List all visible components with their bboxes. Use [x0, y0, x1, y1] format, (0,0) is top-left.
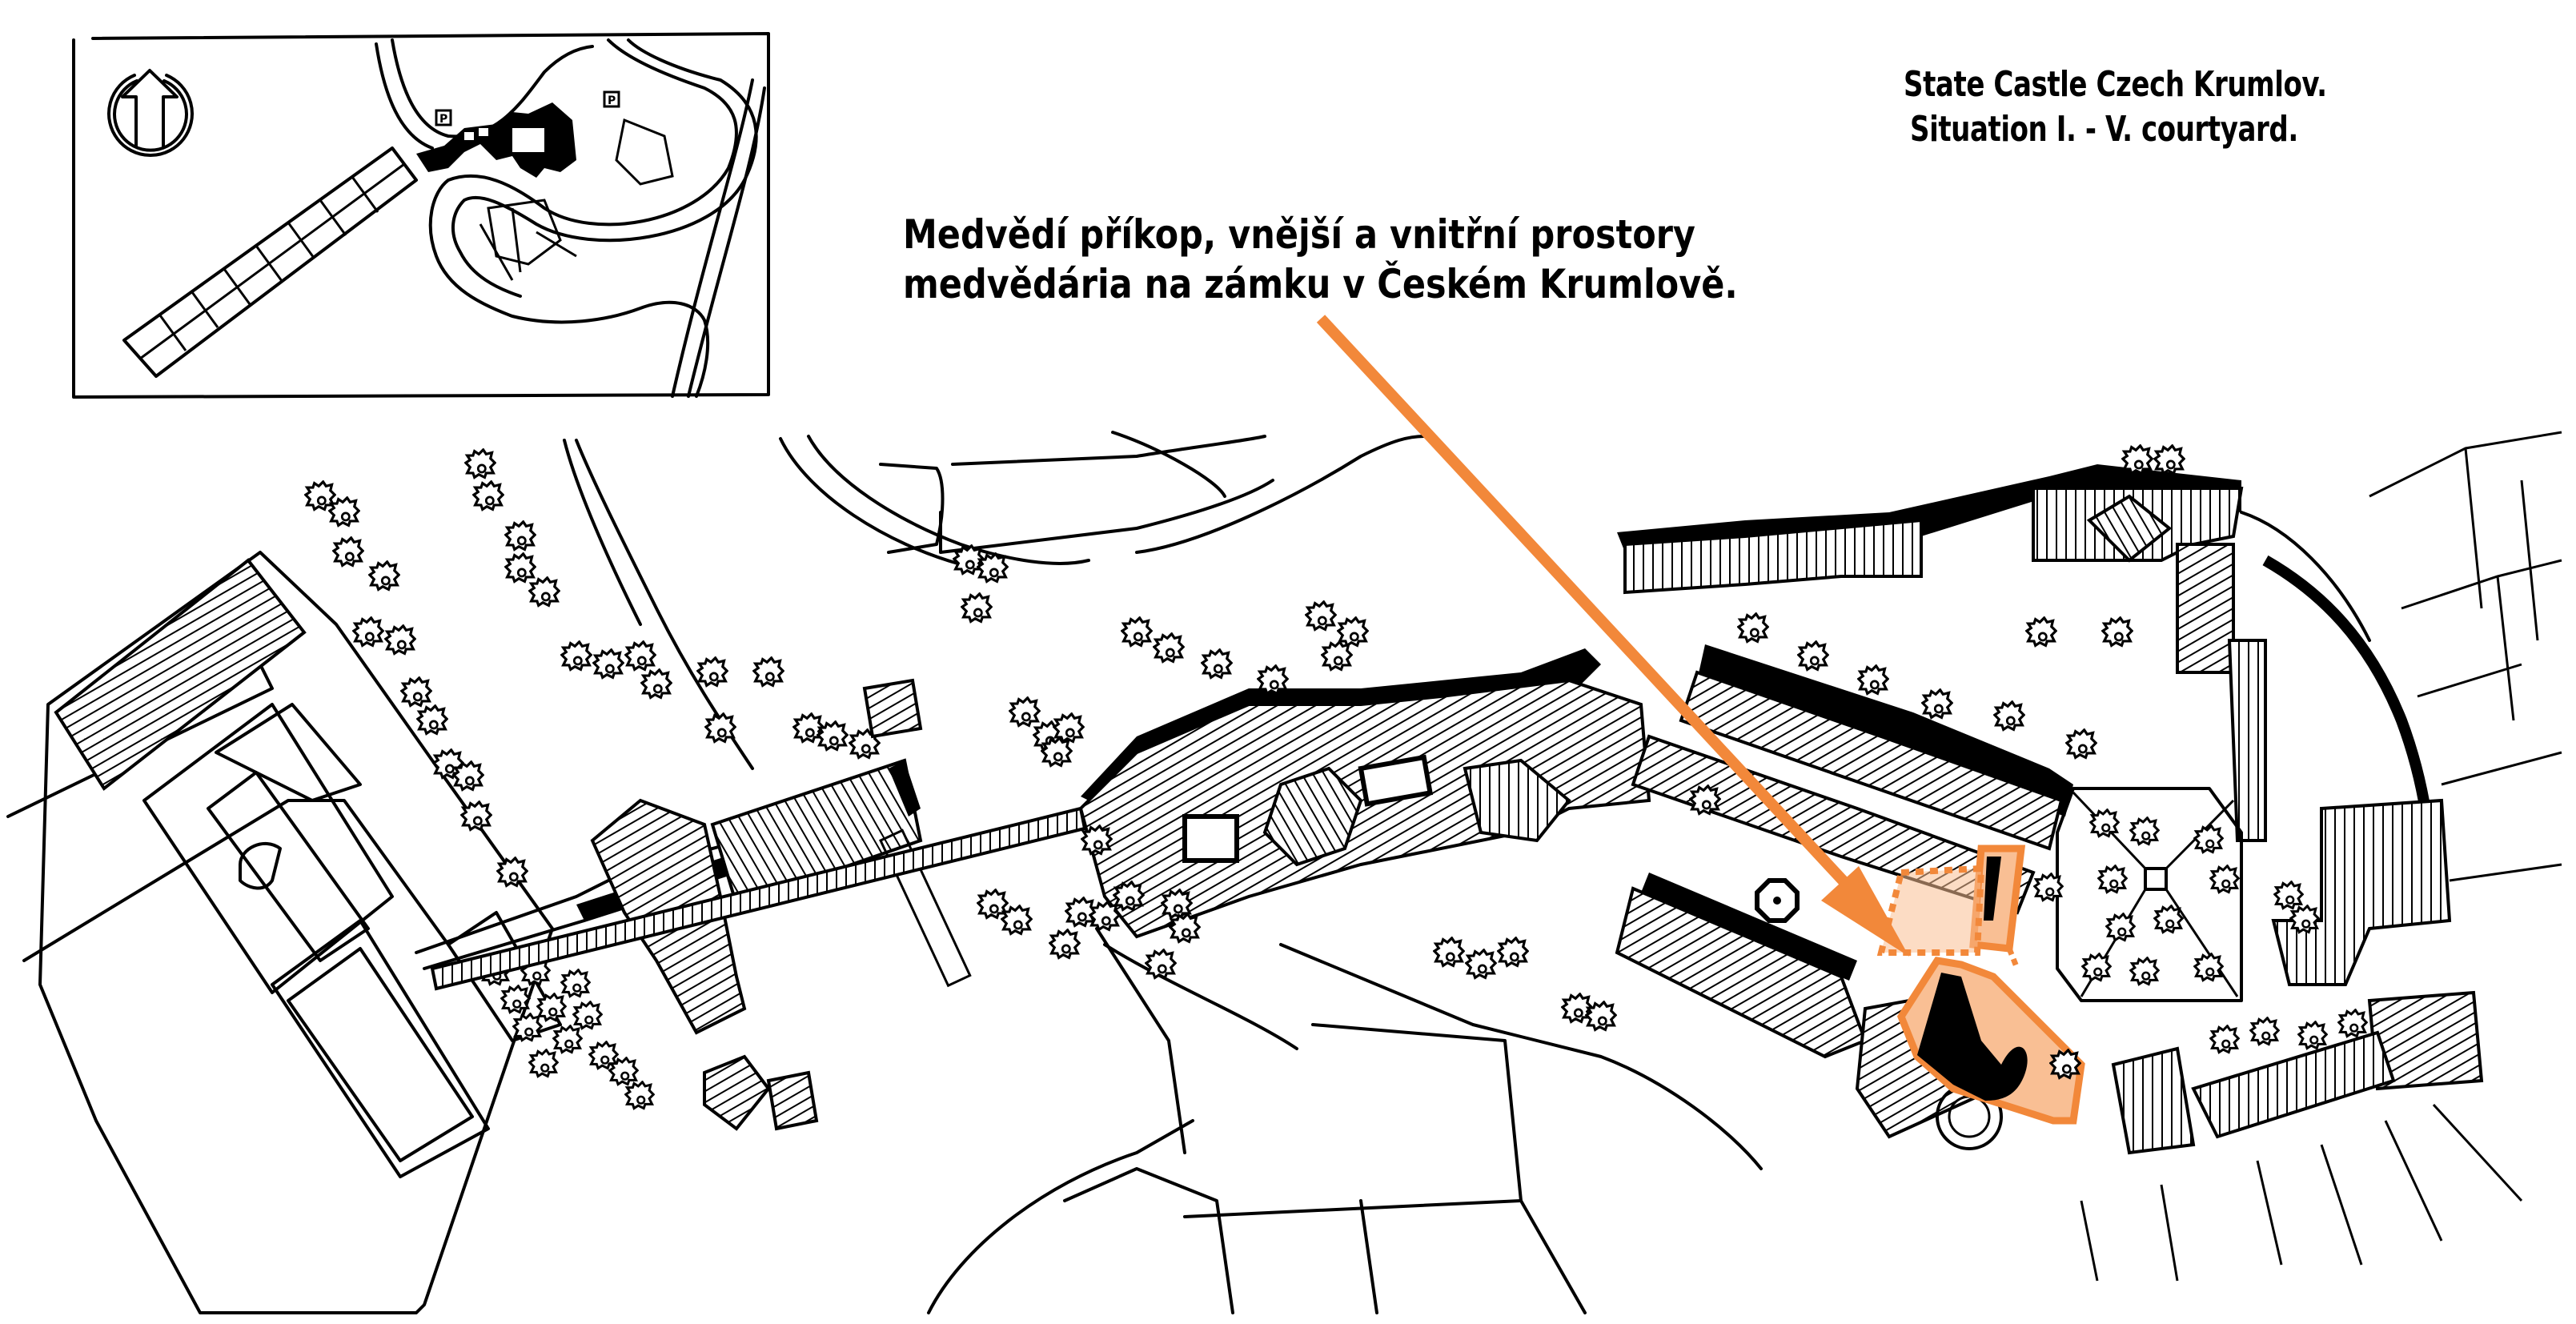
pointer-arrow: [1316, 315, 1909, 957]
svg-text:P: P: [608, 94, 616, 107]
highlight-dashed-zone: [1876, 865, 1985, 956]
title-line-2: Situation I. - V. courtyard.: [1910, 109, 2298, 150]
main-map: [6, 315, 2562, 1314]
pointer-arrow-head: [1821, 866, 1909, 957]
inset-castle: [416, 102, 576, 178]
bear-moat-highlight: [1876, 845, 2085, 1125]
inset-frame: [72, 32, 770, 399]
inset-parking-2: P: [603, 90, 620, 108]
caption-line-1: Medvědí příkop, vnější a vnitřní prostor…: [903, 211, 1695, 258]
map-title: State Castle Czech Krumlov. Situation I.…: [1904, 62, 2396, 152]
central-castle: [1078, 648, 1651, 939]
fountain: [1755, 878, 1800, 923]
north-arrow-icon: [107, 69, 194, 157]
caption-line-2: medvědária na zámku v Českém Krumlově.: [903, 261, 1738, 307]
highlight-caption: Medvědí příkop, vnější a vnitřní prostor…: [903, 210, 1874, 309]
east-castle: [1615, 431, 2562, 1282]
svg-text:P: P: [439, 113, 447, 126]
pointer-arrow-shaft: [1316, 315, 1870, 909]
title-line-1: State Castle Czech Krumlov.: [1904, 64, 2327, 105]
inset-map: P P: [72, 32, 770, 399]
inset-parking-1: P: [435, 109, 452, 126]
inset-garden-strip: [122, 146, 418, 378]
